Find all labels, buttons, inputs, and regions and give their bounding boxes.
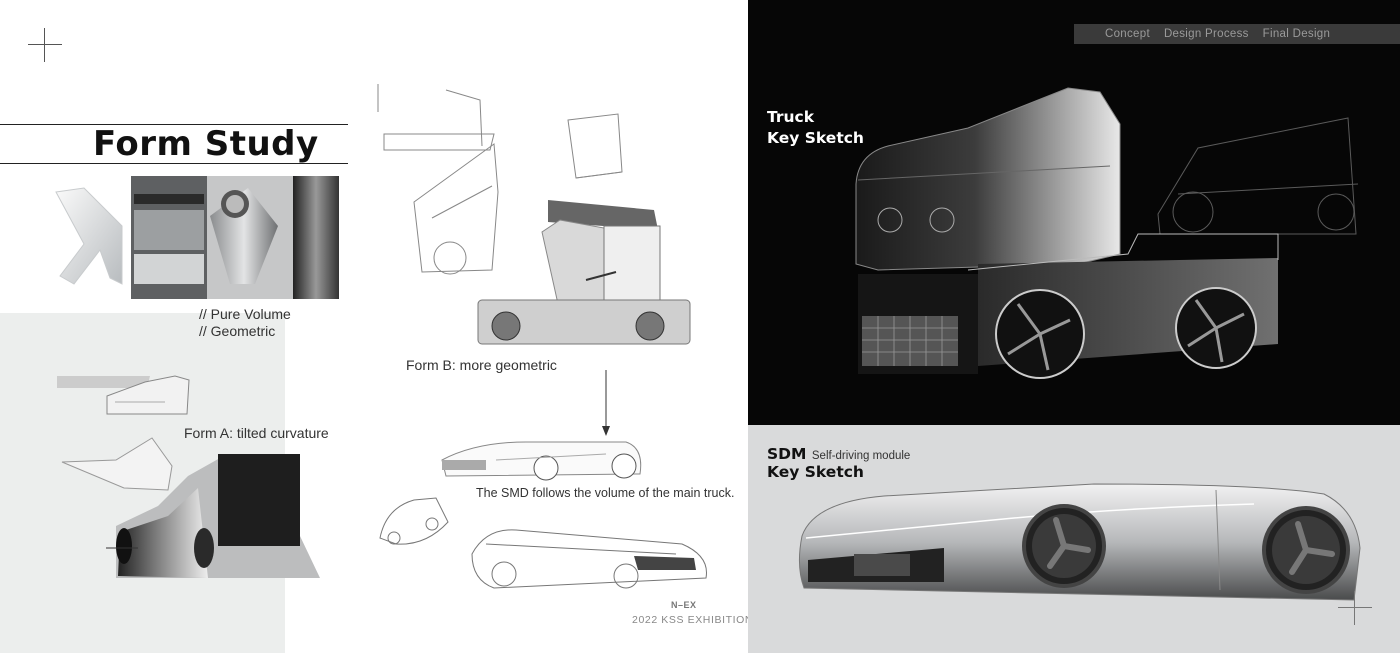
sdm-illustration: [798, 483, 1361, 601]
flow-arrow: [602, 370, 610, 436]
truck-title-line1: Truck: [767, 108, 815, 126]
exhibition-name: 2022 KSS EXHIBITION: [632, 614, 754, 626]
page-title: Form Study: [93, 124, 319, 164]
caption-form-a: Form A: tilted curvature: [184, 425, 329, 441]
caption-smd-note: The SMD follows the volume of the main t…: [476, 486, 735, 500]
form-b-sketches: [377, 84, 691, 345]
nav-final-design[interactable]: Final Design: [1262, 28, 1331, 40]
sdm-subtitle: Self-driving module: [811, 450, 911, 462]
form-a-sketch-small: [57, 375, 190, 415]
material-reference-images: [55, 176, 339, 299]
truck-title-line2: Key Sketch: [767, 129, 864, 147]
top-nav-bar: Concept Design Process Final Design: [1074, 24, 1400, 44]
crosshair-mark-bottom-right: [1338, 591, 1372, 625]
title-rule-bottom: [0, 163, 348, 164]
title-rule-top: [0, 124, 348, 125]
smd-perspective-sketches: [379, 497, 707, 589]
exhibition-brand: N–EX: [671, 600, 697, 610]
sdm-title-line2: Key Sketch: [767, 463, 864, 481]
crosshair-mark-top-left: [28, 28, 62, 62]
form-a-sketch-main: [61, 437, 320, 578]
sdm-title: SDM: [767, 445, 807, 463]
sdm-title-row: SDM Self-driving module: [767, 444, 910, 467]
nav-concept[interactable]: Concept: [1105, 28, 1150, 40]
smd-side-sketch: [441, 441, 642, 481]
truck-illustration: [855, 87, 1359, 379]
nav-design-process[interactable]: Design Process: [1163, 28, 1249, 40]
white-bracket-sample: [55, 187, 123, 285]
caption-form-b: Form B: more geometric: [406, 357, 557, 373]
dark-pillar-sample: [293, 176, 339, 299]
caption-pure-volume: // Pure Volume: [199, 306, 291, 322]
caption-geometric: // Geometric: [199, 323, 276, 339]
